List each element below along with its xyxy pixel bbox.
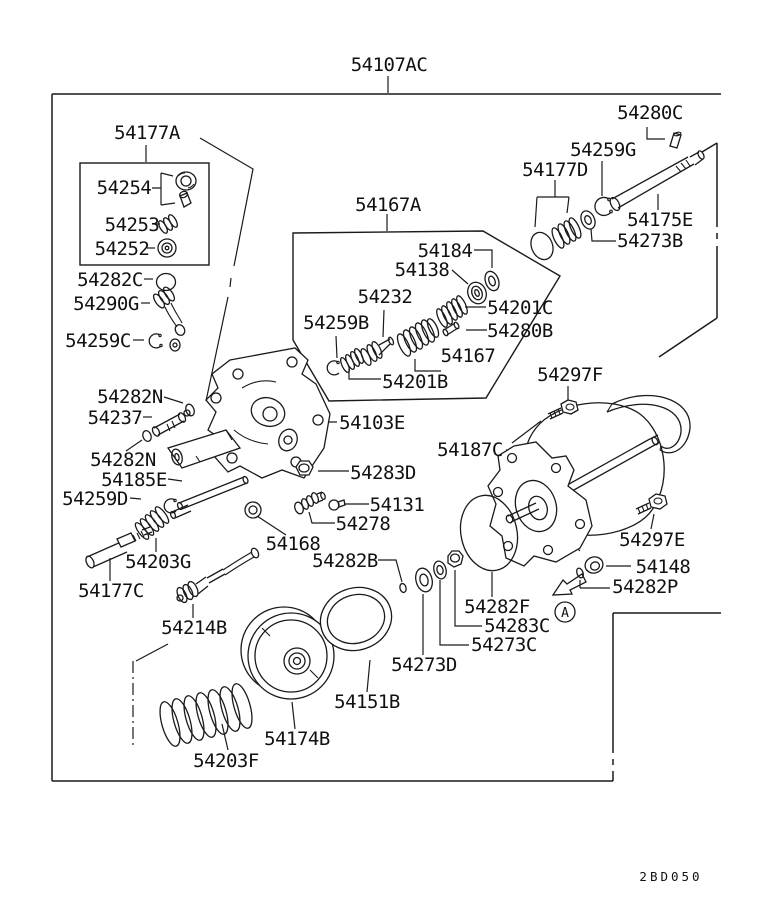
part-label-54187C: 54187C: [437, 439, 503, 461]
pump-bracket-drawing: [166, 347, 407, 594]
part-label-54167A: 54167A: [355, 194, 422, 216]
part-label-54167: 54167: [441, 345, 496, 367]
part-label-54282B: 54282B: [312, 550, 378, 572]
part-label-54280C: 54280C: [617, 102, 683, 124]
part-label-54201B: 54201B: [382, 371, 448, 393]
part-label-54254: 54254: [97, 177, 152, 199]
part-label-54278: 54278: [336, 513, 391, 535]
seal-kit-drawing: [157, 171, 197, 258]
direction-arrow-icon: [551, 573, 587, 596]
leader-lines: [109, 76, 665, 751]
subassembly-boxes: [79, 162, 561, 402]
part-label-54175E: 54175E: [627, 209, 693, 231]
part-label-54107AC: 54107AC: [351, 54, 428, 76]
part-label-54203F: 54203F: [193, 750, 259, 772]
part-label-54203G: 54203G: [125, 551, 191, 573]
part-labels: 54107AC 54177A 54254 54253 54252 54282C …: [62, 54, 702, 884]
valve-kit-box: [292, 230, 561, 402]
part-label-54297F: 54297F: [537, 364, 603, 386]
view-marker-circle: [554, 601, 576, 623]
view-marker-label: A: [561, 606, 569, 621]
part-label-54201C: 54201C: [487, 297, 553, 319]
valve-kit-drawing: [326, 270, 500, 376]
part-label-54282N: 54282N: [97, 386, 163, 408]
part-label-54138: 54138: [395, 259, 450, 281]
part-label-54253: 54253: [105, 214, 160, 236]
part-label-54252: 54252: [95, 238, 150, 260]
part-label-54282P: 54282P: [612, 576, 678, 598]
figure-border: [51, 93, 721, 782]
part-label-54283C: 54283C: [484, 615, 550, 637]
part-label-54131: 54131: [370, 494, 425, 516]
part-label-54280B: 54280B: [487, 320, 553, 342]
part-label-54259D: 54259D: [62, 488, 128, 510]
pulley-group-drawing: [159, 494, 519, 747]
part-label-54168: 54168: [266, 533, 321, 555]
part-label-54174B: 54174B: [264, 728, 330, 750]
part-label-54259G: 54259G: [570, 139, 636, 161]
part-label-54177C: 54177C: [78, 580, 144, 602]
part-label-54232: 54232: [358, 286, 413, 308]
left-parts-drawing: [85, 272, 260, 604]
part-label-54177A: 54177A: [114, 122, 181, 144]
part-label-54282C: 54282C: [77, 269, 143, 291]
drawing-code: 2BD050: [639, 869, 702, 884]
part-label-54214B: 54214B: [161, 617, 227, 639]
part-label-54237: 54237: [88, 407, 143, 429]
part-label-54273C: 54273C: [471, 634, 537, 656]
part-label-54273D: 54273D: [391, 654, 457, 676]
part-label-54282N-2: 54282N: [90, 449, 156, 471]
part-label-54259C: 54259C: [65, 330, 131, 352]
part-label-54282F: 54282F: [464, 596, 530, 618]
part-label-54259B: 54259B: [303, 312, 369, 334]
part-label-54297E: 54297E: [619, 529, 685, 551]
part-label-54184: 54184: [418, 240, 473, 262]
pump-body-drawing: [487, 395, 691, 623]
part-label-54103E: 54103E: [339, 412, 405, 434]
part-label-54273B: 54273B: [617, 230, 683, 252]
part-label-54177D: 54177D: [522, 159, 588, 181]
shaft-assembly-drawing: [530, 131, 705, 261]
part-label-54283D: 54283D: [350, 462, 416, 484]
part-label-54290G: 54290G: [73, 293, 139, 315]
part-label-54148: 54148: [636, 556, 691, 578]
part-label-54185E: 54185E: [101, 469, 167, 491]
seal-kit-box: [79, 162, 210, 266]
part-label-54151B: 54151B: [334, 691, 400, 713]
